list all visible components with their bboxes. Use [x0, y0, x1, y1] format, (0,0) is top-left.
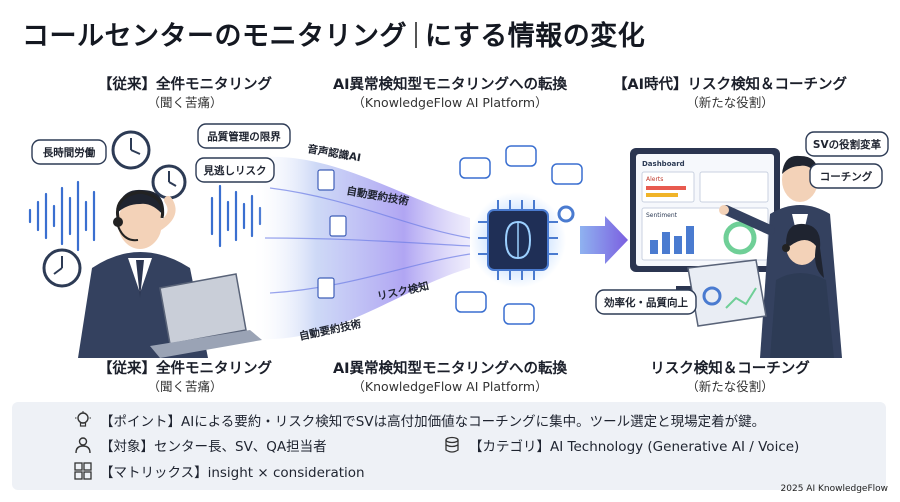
right-bottom-label-sub: （新たな役割）	[686, 379, 774, 394]
tablet-device	[687, 259, 767, 327]
clock-icon	[42, 248, 82, 288]
info-point-text: 【ポイント】AIによる要約・リスク検知でSVは高付加価値なコーチングに集中。ツー…	[100, 414, 766, 430]
info-matrix: 【マトリックス】insight × consideration	[74, 461, 365, 481]
middle-heading-label: AI異常検知型モニタリングへの転換	[332, 77, 568, 93]
right-heading-sub: （新たな役割）	[686, 95, 774, 110]
info-point: 【ポイント】AIによる要約・リスク検知でSVは高付加価値なコーチングに集中。ツー…	[74, 410, 765, 430]
operator-figure	[770, 223, 834, 358]
bubble-long-hours: 長時間労働	[31, 139, 107, 165]
right-column-heading: 【AI時代】リスク検知＆コーチング （新たな役割）	[600, 76, 860, 112]
lightbulb-icon	[75, 411, 91, 427]
transition-illustration: 長時間労働 品質管理の限界 見逃しリスク 音声認識AI 自動要約技術 リスク検知…	[28, 123, 889, 358]
dashboard-title: Dashboard	[642, 160, 685, 168]
bubble-miss-risk: 見逃しリスク	[195, 157, 275, 183]
info-matrix-text: 【マトリックス】insight × consideration	[100, 465, 365, 481]
left-heading-label: 【従来】全件モニタリング	[98, 77, 272, 93]
middle-bottom-label-text: AI異常検知型モニタリングへの転換	[332, 361, 568, 377]
svg-text:効率化・品質向上: 効率化・品質向上	[604, 296, 688, 309]
title-main: コールセンターのモニタリング	[22, 21, 407, 52]
person-icon	[75, 437, 91, 454]
middle-bottom-label-sub: （KnowledgeFlow AI Platform）	[352, 379, 548, 394]
left-bottom-label-sub: （聞く苦痛）	[147, 379, 223, 394]
svg-text:SVの役割変革: SVの役割変革	[813, 138, 882, 151]
page-title: コールセンターのモニタリングにする情報の変化	[22, 14, 645, 53]
transition-arrow	[580, 216, 628, 264]
bubble-sv-role: SVの役割変革	[805, 131, 889, 157]
info-category: 【カテゴリ】AI Technology (Generative AI / Voi…	[443, 435, 799, 455]
left-bottom-label: 【従来】全件モニタリング （聞く苦痛）	[75, 360, 295, 396]
right-heading-label: 【AI時代】リスク検知＆コーチング	[612, 77, 848, 93]
left-column-heading: 【従来】全件モニタリング （聞く苦痛）	[75, 76, 295, 112]
right-bottom-label-text: リスク検知＆コーチング	[650, 361, 810, 377]
middle-bottom-label: AI異常検知型モニタリングへの転換 （KnowledgeFlow AI Plat…	[330, 360, 570, 396]
info-category-text: 【カテゴリ】AI Technology (Generative AI / Voi…	[469, 439, 800, 455]
right-bottom-label: リスク検知＆コーチング （新たな役割）	[610, 360, 850, 396]
laptop-icon	[150, 273, 262, 358]
middle-heading-sub: （KnowledgeFlow AI Platform）	[352, 95, 548, 110]
svg-text:見逃しリスク: 見逃しリスク	[203, 164, 267, 177]
svg-text:コーチング: コーチング	[820, 170, 873, 183]
svg-text:品質管理の限界: 品質管理の限界	[207, 130, 281, 143]
database-icon	[445, 436, 459, 453]
footer-credit: 2025 AI KnowledgeFlow	[780, 484, 888, 494]
info-target-text: 【対象】センター長、SV、QA担当者	[100, 439, 327, 455]
sound-wave-left	[28, 180, 96, 252]
dashboard-alerts: Alerts	[646, 176, 663, 183]
bubble-quality-limit: 品質管理の限界	[197, 123, 291, 149]
data-flow-stream	[250, 156, 470, 340]
bubble-efficiency: 効率化・品質向上	[595, 289, 697, 315]
left-bottom-label-text: 【従来】全件モニタリング	[98, 361, 272, 377]
flow-label-speech-ai: 音声認識AI	[306, 142, 361, 164]
title-divider	[415, 22, 417, 48]
document-icon	[317, 169, 347, 299]
bubble-coaching: コーチング	[809, 163, 883, 189]
title-tail: にする情報の変化	[425, 21, 646, 52]
ai-chip-icon	[478, 200, 558, 280]
middle-column-heading: AI異常検知型モニタリングへの転換 （KnowledgeFlow AI Plat…	[330, 76, 570, 112]
grid-icon	[74, 462, 92, 480]
dashboard-sentiment: Sentiment	[646, 212, 678, 219]
svg-text:長時間労働: 長時間労働	[43, 146, 96, 159]
chat-bubble-icon	[455, 145, 583, 325]
clock-icon	[151, 164, 187, 200]
info-target: 【対象】センター長、SV、QA担当者	[74, 435, 327, 455]
flow-lines	[264, 187, 471, 294]
left-heading-sub: （聞く苦痛）	[147, 95, 223, 110]
dashboard-monitor: Dashboard Alerts Sentiment	[630, 148, 780, 292]
clock-icon	[111, 130, 151, 170]
gear-icon	[557, 205, 575, 223]
